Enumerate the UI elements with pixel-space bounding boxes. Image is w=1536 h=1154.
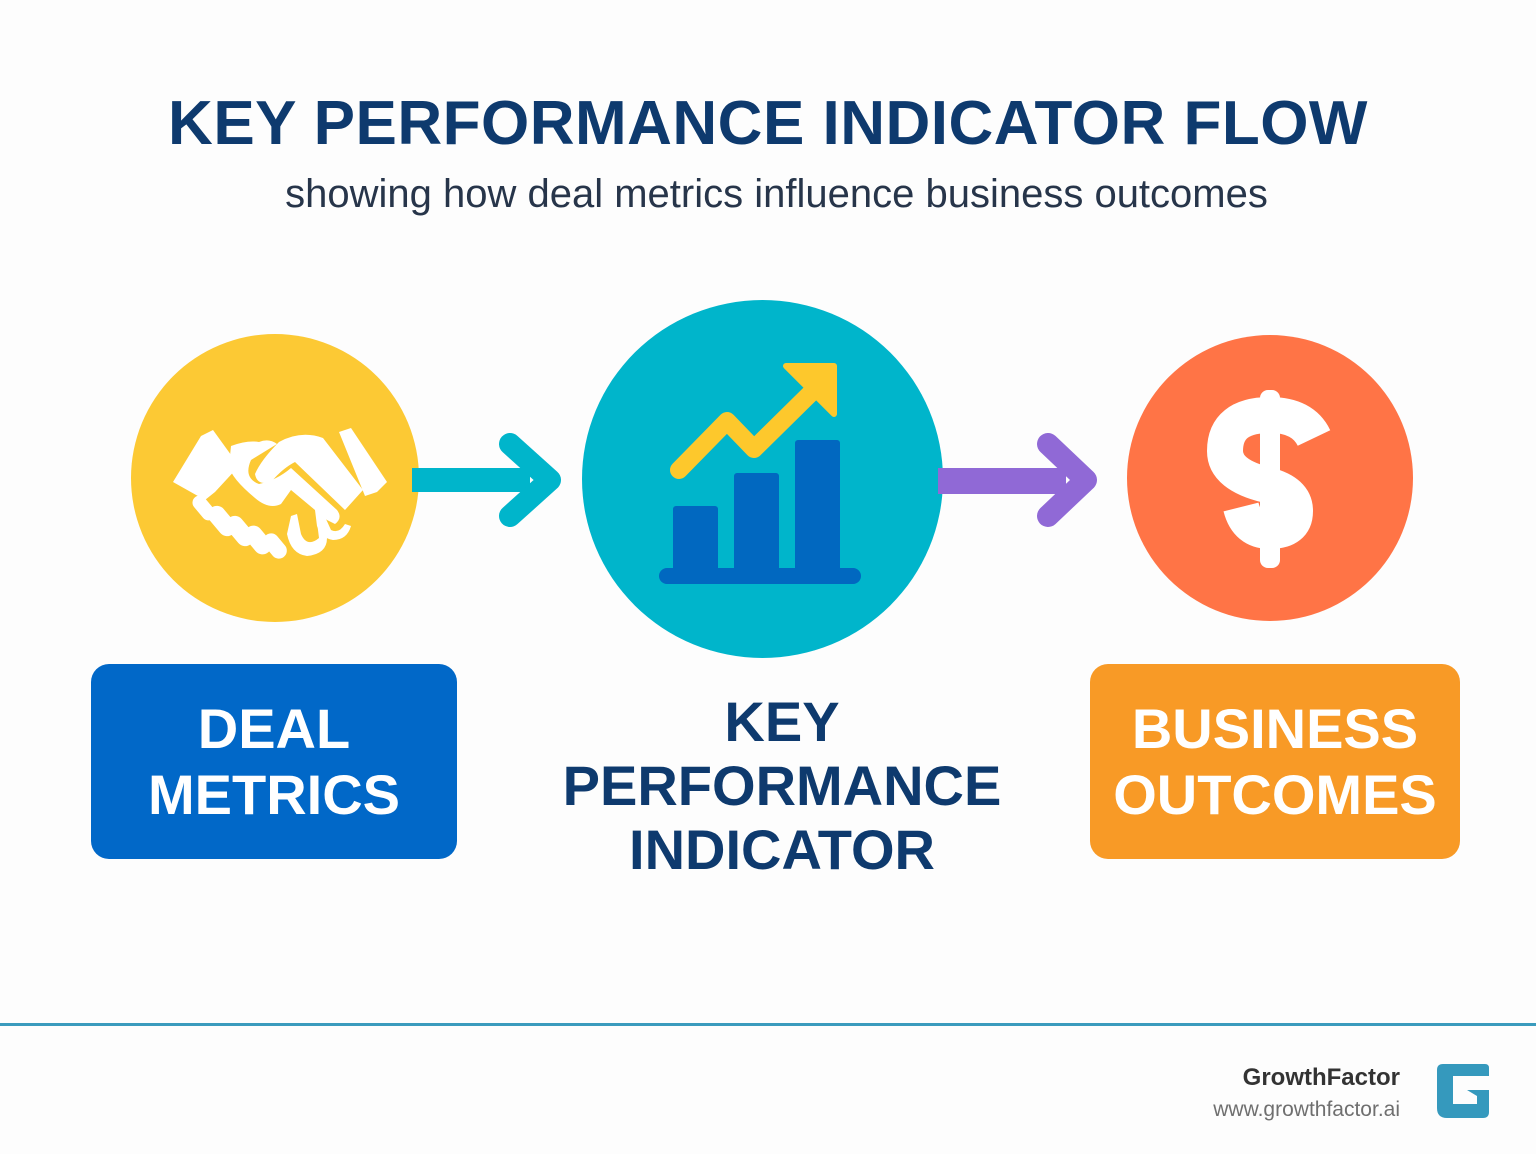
arrow-right-icon: [412, 433, 561, 527]
label-line: DEAL: [197, 696, 351, 760]
deal-metrics-label: DEAL METRICS: [91, 664, 457, 859]
business-outcomes-circle: [1127, 335, 1413, 621]
label-line: INDICATOR: [629, 818, 935, 881]
deal-metrics-circle: [131, 334, 419, 622]
kpi-circle: [582, 300, 943, 658]
connector-arrow-1: [412, 430, 562, 530]
label-line: KEY: [724, 690, 840, 753]
growth-chart-icon: [659, 363, 861, 584]
arrow-right-icon: [938, 433, 1097, 527]
brand-name: GrowthFactor: [1242, 1064, 1400, 1091]
label-line: METRICS: [148, 762, 400, 826]
footer-divider: [0, 1023, 1536, 1026]
page-title: KEY PERFORMANCE INDICATOR FLOW: [168, 89, 1368, 158]
label-line: PERFORMANCE: [562, 754, 1002, 817]
page-subtitle: showing how deal metrics influence busin…: [285, 172, 1268, 216]
brand-url[interactable]: www.growthfactor.ai: [1213, 1098, 1400, 1121]
kpi-label: KEY PERFORMANCE INDICATOR: [552, 690, 1012, 882]
handshake-icon: [173, 428, 387, 559]
business-outcomes-label: BUSINESS OUTCOMES: [1090, 664, 1460, 859]
label-line: OUTCOMES: [1113, 762, 1437, 826]
connector-arrow-2: [938, 430, 1098, 530]
label-line: BUSINESS: [1131, 696, 1419, 760]
dollar-sign-icon: [1206, 390, 1331, 568]
growthfactor-g-logo-icon: [1437, 1064, 1491, 1118]
